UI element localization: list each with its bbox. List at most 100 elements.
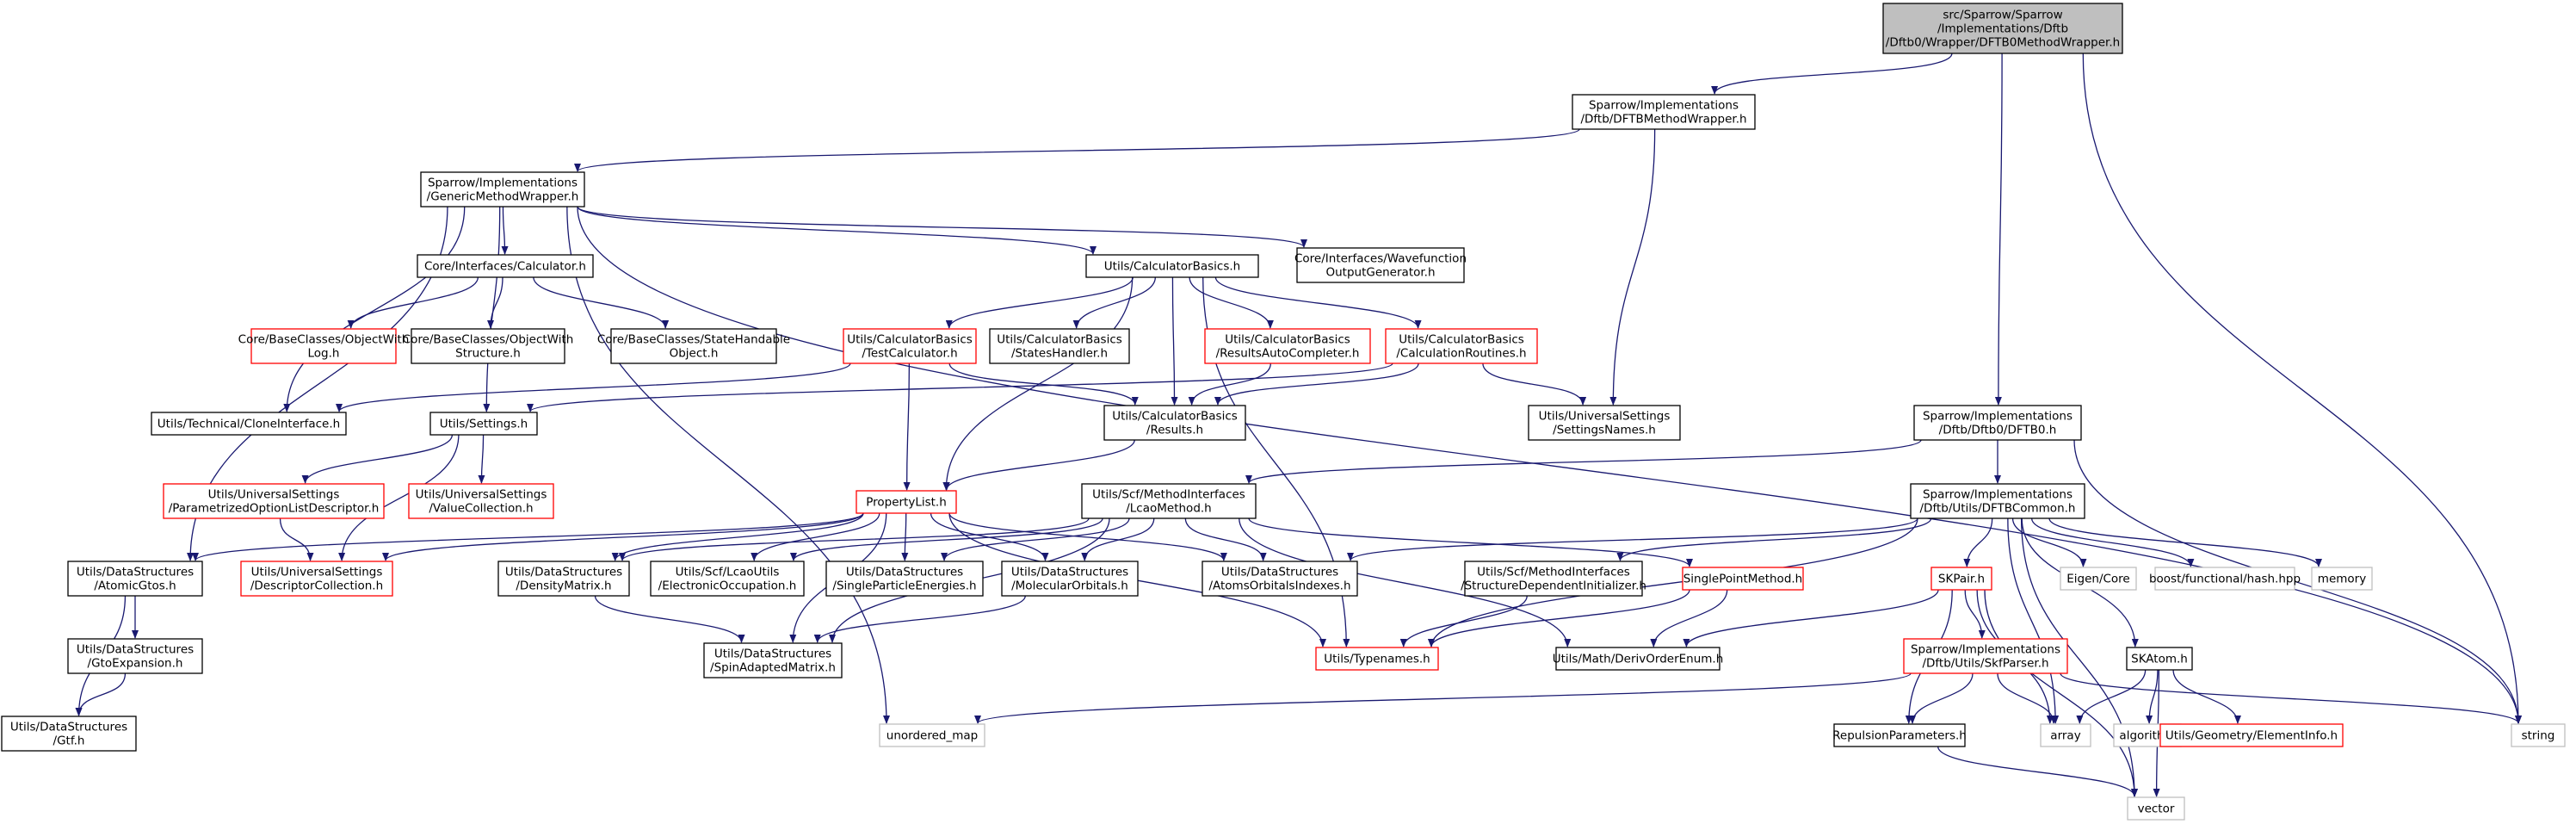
node-resautocomp[interactable]: Utils/CalculatorBasics/ResultsAutoComple… xyxy=(1204,328,1371,364)
node-label: Core/Interfaces/Calculator.h xyxy=(424,260,586,274)
node-label: SKAtom.h xyxy=(2131,653,2188,666)
edge-calcbasics-to-resautocomp xyxy=(1189,276,1274,329)
node-label: Utils/Technical/CloneInterface.h xyxy=(158,418,340,431)
node-results[interactable]: Utils/CalculatorBasics/Results.h xyxy=(1103,405,1246,441)
node-stateshandler[interactable]: Utils/CalculatorBasics/StatesHandler.h xyxy=(989,328,1130,364)
node-aoi[interactable]: Utils/DataStructures/AtomsOrbitalsIndexe… xyxy=(1202,561,1358,597)
node-label: Sparrow/Implementations xyxy=(428,177,578,190)
node-settings[interactable]: Utils/Settings.h xyxy=(429,412,538,436)
node-box xyxy=(151,412,347,436)
node-box xyxy=(1572,94,1756,130)
edge-calcbasics-to-testcalc xyxy=(945,276,1134,329)
node-elocc[interactable]: Utils/Scf/LcaoUtils/ElectronicOccupation… xyxy=(650,561,805,597)
node-box xyxy=(1085,254,1259,278)
node-wfog[interactable]: Core/Interfaces/WavefunctionOutputGenera… xyxy=(1294,247,1467,283)
edge-root-to-dftbmw xyxy=(1711,53,1953,95)
node-settingsnames[interactable]: Utils/UniversalSettings/SettingsNames.h xyxy=(1528,405,1681,441)
edge-dftb0-to-string xyxy=(2073,439,2522,724)
node-dftb0[interactable]: Sparrow/Implementations/Dftb/Dftb0/DFTB0… xyxy=(1913,405,2082,441)
node-vector[interactable]: vector xyxy=(2127,796,2185,821)
node-lcao[interactable]: Utils/Scf/MethodInterfaces/LcaoMethod.h xyxy=(1081,483,1257,519)
node-root[interactable]: src/Sparrow/Sparrow/Implementations/Dftb… xyxy=(1882,3,2123,54)
node-molorb[interactable]: Utils/DataStructures/MolecularOrbitals.h xyxy=(1001,561,1139,597)
edge-skatom-to-algorithm xyxy=(2146,669,2159,724)
edge-gmw-to-wfog xyxy=(577,206,1307,248)
node-clone[interactable]: Utils/Technical/CloneInterface.h xyxy=(151,412,347,436)
edge-testcalc-to-results xyxy=(948,362,1139,406)
node-label: Utils/CalculatorBasics xyxy=(847,333,973,347)
nodes-layer: src/Sparrow/Sparrow/Implementations/Dftb… xyxy=(1,3,2566,821)
node-label: /AtomsOrbitalsIndexes.h xyxy=(1208,579,1350,593)
node-label: Utils/DataStructures xyxy=(77,643,194,657)
node-skfparser[interactable]: Sparrow/Implementations/Dftb/Utils/SkfPa… xyxy=(1903,638,2068,674)
node-skpair[interactable]: SKPair.h xyxy=(1930,567,1992,591)
node-box xyxy=(1682,567,1804,591)
node-box xyxy=(879,723,985,747)
node-label: /ParametrizedOptionListDescriptor.h xyxy=(169,502,380,516)
node-box xyxy=(1081,483,1257,519)
node-label: Utils/CalculatorBasics.h xyxy=(1104,260,1240,274)
node-label: /StructureDependentInitializer.h xyxy=(1461,579,1646,593)
node-label: /SettingsNames.h xyxy=(1553,424,1656,437)
node-repparams[interactable]: RepulsionParameters.h xyxy=(1832,723,1967,747)
edge-skatom-to-array xyxy=(2076,669,2147,724)
node-spm[interactable]: SinglePointMethod.h xyxy=(1682,567,1804,591)
node-label: /MolecularOrbitals.h xyxy=(1011,579,1128,593)
node-box xyxy=(1315,647,1439,671)
node-typenames[interactable]: Utils/Typenames.h xyxy=(1315,647,1439,671)
node-label: Utils/UniversalSettings xyxy=(1539,410,1671,424)
edge-skfparser-to-string xyxy=(2060,672,2522,724)
node-eigen[interactable]: Eigen/Core xyxy=(2060,567,2137,591)
node-proplist[interactable]: PropertyList.h xyxy=(856,490,957,514)
node-box xyxy=(989,328,1130,364)
node-label: Core/BaseClasses/ObjectWith xyxy=(238,333,410,347)
node-label: Utils/Scf/MethodInterfaces xyxy=(1092,488,1245,502)
node-label: Eigen/Core xyxy=(2066,573,2130,586)
node-memory[interactable]: memory xyxy=(2311,567,2373,591)
node-box xyxy=(429,412,538,436)
node-calcbasics[interactable]: Utils/CalculatorBasics.h xyxy=(1085,254,1259,278)
node-deriv[interactable]: Utils/Math/DerivOrderEnum.h xyxy=(1553,647,1724,671)
node-calc[interactable]: Core/Interfaces/Calculator.h xyxy=(417,254,594,278)
node-elementinfo[interactable]: Utils/Geometry/ElementInfo.h xyxy=(2159,723,2344,747)
node-sdi[interactable]: Utils/Scf/MethodInterfaces/StructureDepe… xyxy=(1461,561,1646,597)
node-label: memory xyxy=(2318,573,2366,586)
node-calcroutines[interactable]: Utils/CalculatorBasics/CalculationRoutin… xyxy=(1385,328,1538,364)
node-label: /Dftb0/Wrapper/DFTB0MethodWrapper.h xyxy=(1886,36,2120,50)
node-label: /DescriptorCollection.h xyxy=(250,579,383,593)
node-label: Utils/DataStructures xyxy=(846,566,963,579)
node-box xyxy=(1204,328,1371,364)
node-paramopt[interactable]: Utils/UniversalSettings/ParametrizedOpti… xyxy=(163,483,385,519)
edge-proplist-to-molorb xyxy=(930,512,1049,561)
node-spinmat[interactable]: Utils/DataStructures/SpinAdaptedMatrix.h xyxy=(703,642,843,678)
node-string[interactable]: string xyxy=(2511,723,2566,747)
edge-dftbmw-to-settingsnames xyxy=(1609,128,1656,406)
node-densmat[interactable]: Utils/DataStructures/DensityMatrix.h xyxy=(497,561,630,597)
node-dftbcommon[interactable]: Sparrow/Implementations/Dftb/Utils/DFTBC… xyxy=(1910,483,2085,519)
edge-proplist-to-elocc xyxy=(751,512,880,561)
node-testcalc[interactable]: Utils/CalculatorBasics/TestCalculator.h xyxy=(843,328,977,364)
node-atomicgtos[interactable]: Utils/DataStructures/AtomicGtos.h xyxy=(67,561,203,597)
node-box xyxy=(67,638,203,674)
node-gmw[interactable]: Sparrow/Implementations/GenericMethodWra… xyxy=(420,171,585,208)
node-label: src/Sparrow/Sparrow xyxy=(1943,9,2062,22)
node-array[interactable]: array xyxy=(2040,723,2091,747)
node-desccoll[interactable]: Utils/UniversalSettings/DescriptorCollec… xyxy=(240,561,393,597)
node-box xyxy=(1001,561,1139,597)
node-skatom[interactable]: SKAtom.h xyxy=(2126,647,2193,671)
node-spe[interactable]: Utils/DataStructures/SingleParticleEnerg… xyxy=(825,561,984,597)
node-dftbmw[interactable]: Sparrow/Implementations/Dftb/DFTBMethodW… xyxy=(1572,94,1756,130)
node-unordered[interactable]: unordered_map xyxy=(879,723,985,747)
edge-dftbcommon-to-eigen xyxy=(2011,517,2087,567)
node-boosthash[interactable]: boost/functional/hash.hpp xyxy=(2149,567,2301,591)
node-valuecoll[interactable]: Utils/UniversalSettings/ValueCollection.… xyxy=(408,483,554,519)
node-box xyxy=(2060,567,2137,591)
node-box xyxy=(2511,723,2566,747)
node-label: Utils/CalculatorBasics xyxy=(1112,410,1238,424)
node-box xyxy=(2159,723,2344,747)
node-gtf[interactable]: Utils/DataStructures/Gtf.h xyxy=(1,716,137,752)
node-gtoexp[interactable]: Utils/DataStructures/GtoExpansion.h xyxy=(67,638,203,674)
